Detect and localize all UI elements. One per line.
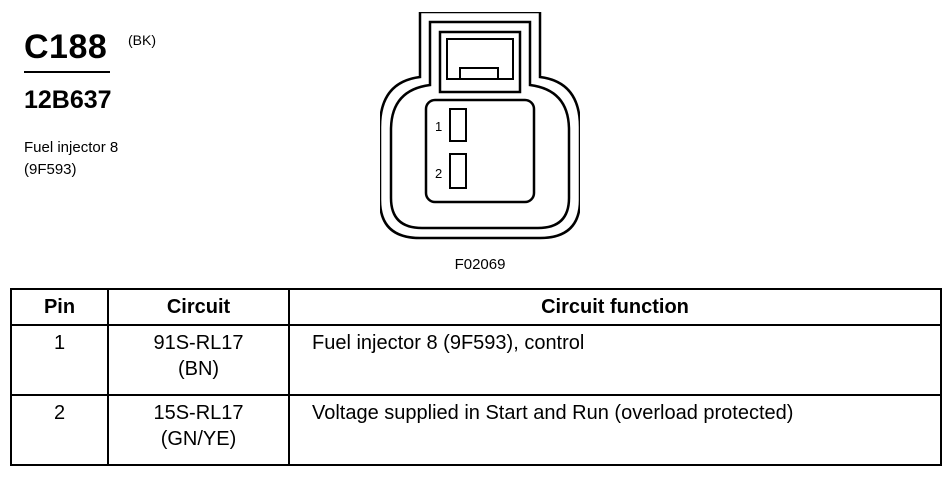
- circuit-id: 15S-RL17: [153, 402, 244, 424]
- terminal-block: [424, 98, 536, 204]
- locking-tab-inner: [446, 38, 514, 80]
- pin2-cavity: [449, 153, 467, 189]
- pin-cell: 1: [10, 324, 109, 396]
- connector-outer-shell: [380, 12, 580, 240]
- header-circuit-function: Circuit function: [288, 288, 942, 326]
- connector-description-line1: Fuel injector 8: [24, 139, 119, 156]
- circuit-cell: 91S-RL17 (BN): [107, 324, 290, 396]
- pin-cell: 2: [10, 394, 109, 466]
- connector-id: C188: [24, 28, 108, 66]
- header-circuit: Circuit: [107, 288, 290, 326]
- title-underline: [24, 71, 110, 73]
- table-header-row: Pin Circuit Circuit function: [10, 288, 942, 326]
- wire-color: (BN): [177, 358, 220, 380]
- table-row: 2 15S-RL17 (GN/YE) Voltage supplied in S…: [10, 394, 942, 466]
- locking-tab-notch: [459, 67, 499, 79]
- connector-inner-shell: [389, 20, 571, 230]
- figure-code: F02069: [454, 256, 506, 273]
- part-number: 12B637: [24, 86, 112, 114]
- circuit-id: 91S-RL17: [153, 332, 244, 354]
- pin1-label: 1: [435, 119, 442, 134]
- function-cell: Voltage supplied in Start and Run (overl…: [288, 394, 942, 466]
- circuit-cell: 15S-RL17 (GN/YE): [107, 394, 290, 466]
- pin1-cavity: [449, 108, 467, 142]
- connector-face-diagram: 1 2: [380, 12, 580, 240]
- header-pin: Pin: [10, 288, 109, 326]
- wire-color: (GN/YE): [160, 428, 237, 450]
- pin-table: Pin Circuit Circuit function 1 91S-RL17 …: [10, 288, 942, 466]
- locking-tab-outer: [438, 30, 522, 94]
- connector-description-line2: (9F593): [24, 161, 77, 178]
- table-row: 1 91S-RL17 (BN) Fuel injector 8 (9F593),…: [10, 324, 942, 396]
- connector-color: (BK): [128, 32, 156, 48]
- function-cell: Fuel injector 8 (9F593), control: [288, 324, 942, 396]
- pin2-label: 2: [435, 166, 442, 181]
